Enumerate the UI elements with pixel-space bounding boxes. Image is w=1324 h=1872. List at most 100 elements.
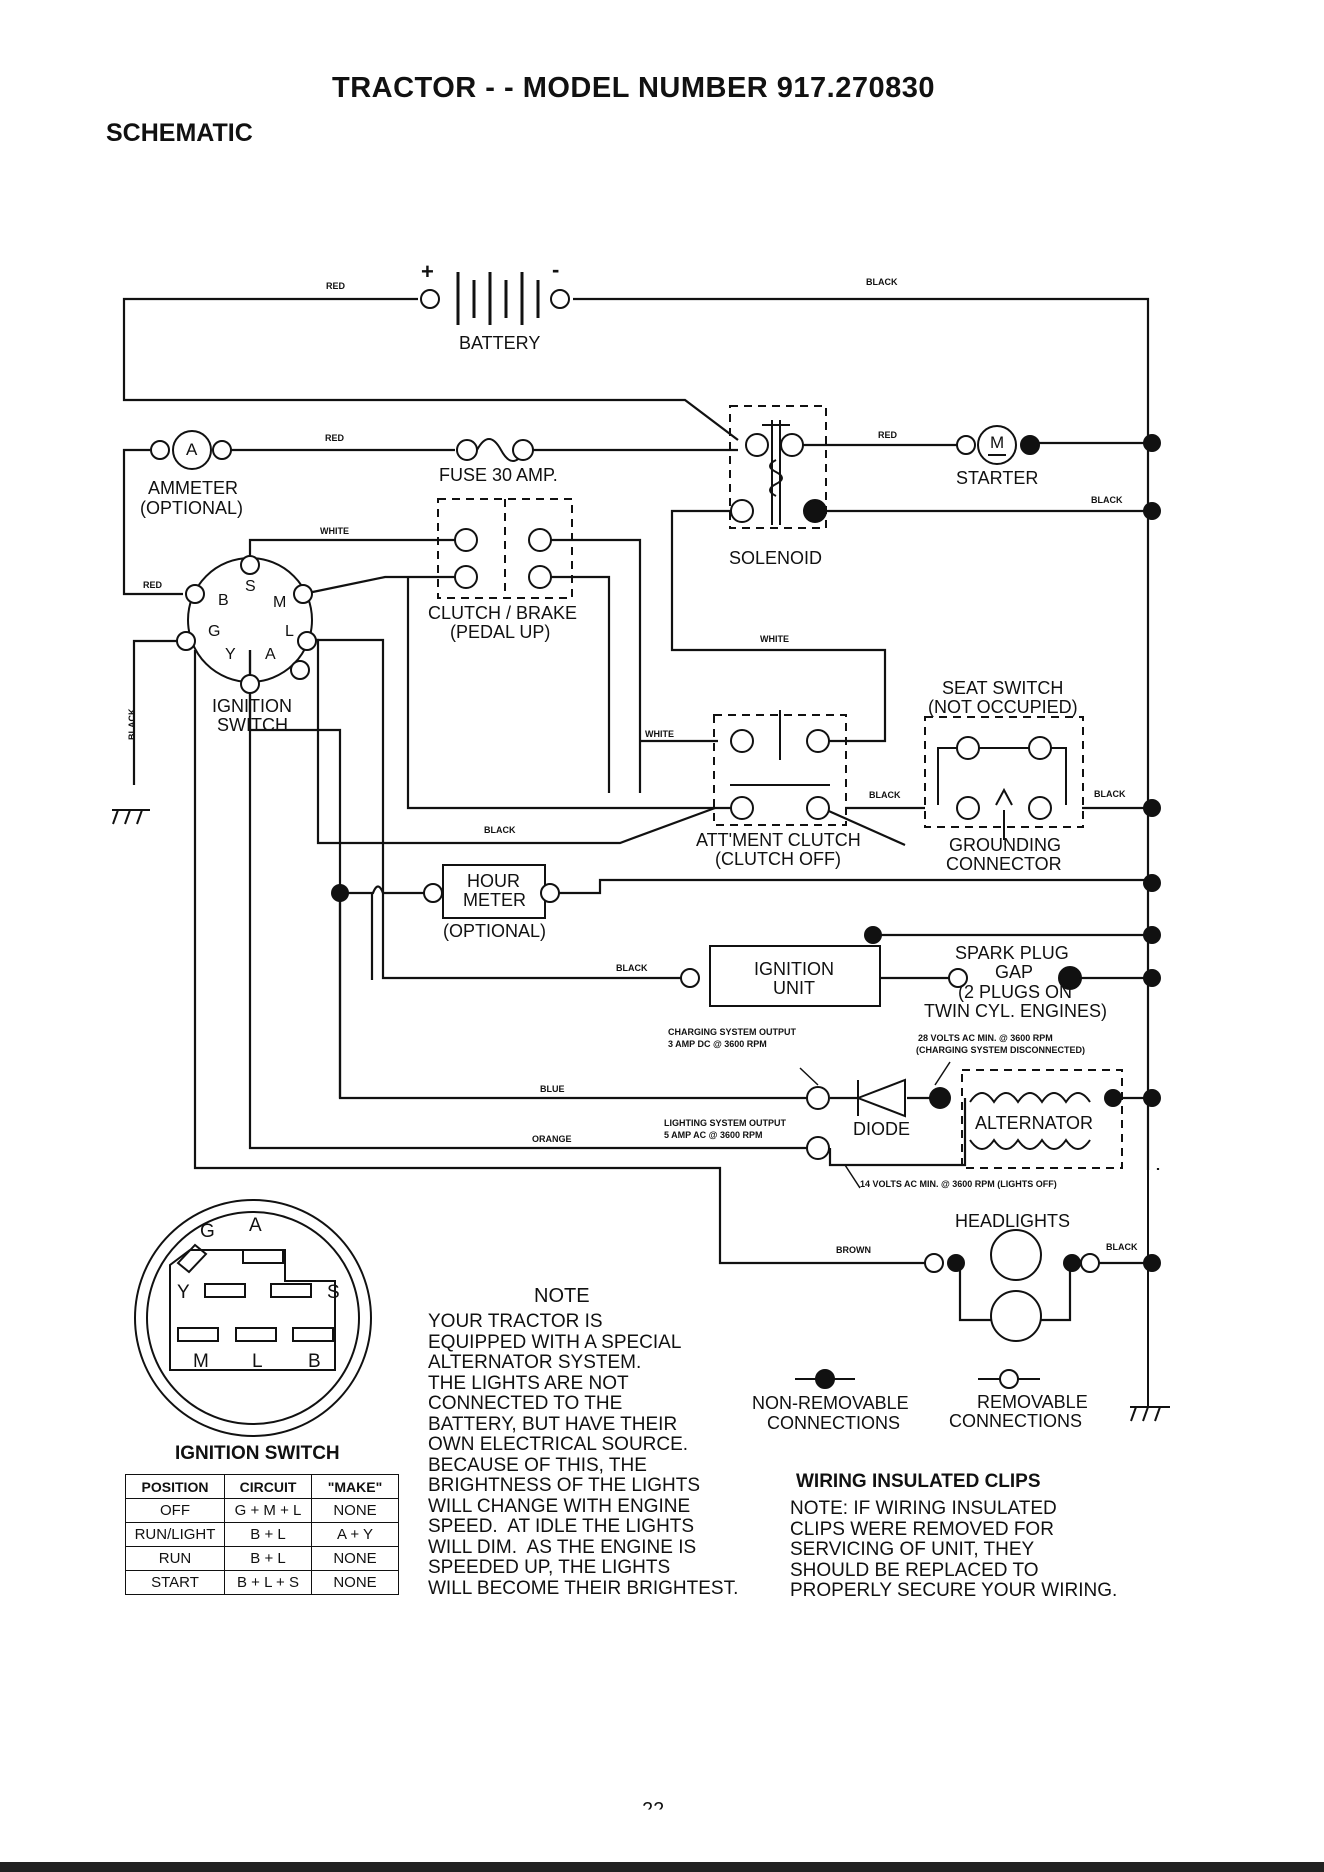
- wire-label-red-ign: RED: [143, 580, 163, 590]
- seat-switch-note: (NOT OCCUPIED): [928, 697, 1078, 717]
- ammeter-symbol: [150, 430, 232, 470]
- wire-white-ign-clutch: [248, 538, 455, 565]
- starter-symbol-letter: M: [990, 433, 1005, 452]
- wire-red-battery: [122, 297, 739, 441]
- wire-label-red-starter: RED: [878, 430, 898, 440]
- grounding-label-1: GROUNDING: [949, 835, 1061, 855]
- note-body: YOUR TRACTOR IS EQUIPPED WITH A SPECIAL …: [428, 1311, 739, 1599]
- wire-lighting: [828, 1098, 967, 1167]
- seat-switch-label: SEAT SWITCH: [942, 678, 1064, 698]
- solenoid-symbol: [729, 405, 827, 529]
- hour-meter-label-1: HOUR: [467, 871, 520, 891]
- wire-clutch-right-bottom: [545, 575, 611, 793]
- legend-non-removable-1: NON-REMOVABLE: [752, 1393, 909, 1413]
- table-cell: RUN: [125, 1546, 225, 1571]
- table-row: RUN/LIGHT B + L A + Y: [125, 1522, 399, 1547]
- table-row: RUN B + L NONE: [125, 1546, 399, 1571]
- connector-diagram: [134, 1199, 372, 1437]
- note-line: BATTERY, BUT HAVE THEIR: [428, 1413, 678, 1435]
- table-header-row: POSITION CIRCUIT "MAKE": [125, 1474, 399, 1499]
- wire-ign-g-left: [132, 639, 184, 785]
- ammeter-label: AMMETER: [148, 478, 238, 498]
- hour-meter-note: (OPTIONAL): [443, 921, 547, 941]
- table-cell: B + L: [224, 1546, 312, 1571]
- note-line: YOUR TRACTOR IS: [428, 1311, 603, 1332]
- wire-label-black-starter: BLACK: [1091, 495, 1123, 505]
- starter-label: STARTER: [956, 468, 1039, 488]
- clips-line: SERVICING OF UNIT, THEY: [790, 1539, 1035, 1560]
- table-cell: START: [125, 1570, 225, 1595]
- wire-label-black-ignunit: BLACK: [616, 963, 648, 973]
- section-title: SCHEMATIC: [106, 119, 253, 147]
- ign-terminal-y: Y: [225, 646, 236, 663]
- table-header: CIRCUIT: [224, 1474, 312, 1499]
- note-line: WILL BECOME THEIR BRIGHTEST.: [428, 1577, 739, 1599]
- wire-label-black-lower: BLACK: [484, 825, 516, 835]
- attachment-clutch-label: ATT'MENT CLUTCH: [696, 830, 861, 850]
- note-line: WILL DIM. AS THE ENGINE IS: [428, 1536, 697, 1558]
- alternator-label: ALTERNATOR: [975, 1113, 1094, 1133]
- headlights-symbol: [924, 1229, 1100, 1342]
- ignition-unit-label-1: IGNITION: [754, 959, 834, 979]
- page-number: 22: [642, 1799, 665, 1821]
- table-cell: NONE: [311, 1498, 399, 1523]
- clips-title: WIRING INSULATED CLIPS: [796, 1471, 1041, 1492]
- headlights-label: HEADLIGHTS: [955, 1211, 1071, 1231]
- connector-pin-g: G: [200, 1221, 215, 1242]
- ignition-switch-symbol: [176, 555, 317, 694]
- connector-pin-m: M: [193, 1351, 209, 1372]
- spark-plug-label-2: GAP: [995, 962, 1034, 982]
- wire-ammeter-left: [122, 448, 183, 596]
- hour-meter-label-2: METER: [463, 890, 526, 910]
- legend-symbols: [795, 1369, 1040, 1389]
- wire-label-brown: BROWN: [836, 1245, 871, 1255]
- solenoid-label: SOLENOID: [729, 548, 823, 568]
- battery-label: BATTERY: [459, 333, 541, 353]
- ign-terminal-s: S: [245, 578, 256, 595]
- note-line: CONNECTED TO THE: [428, 1393, 623, 1414]
- volts28-1: 28 VOLTS AC MIN. @ 3600 RPM: [918, 1033, 1053, 1043]
- note-line: SPEED. AT IDLE THE LIGHTS: [428, 1516, 695, 1537]
- alternator-symbol: [961, 1069, 1123, 1169]
- ground-symbols: [112, 809, 1170, 1422]
- legend-removable-1: REMOVABLE: [977, 1392, 1088, 1412]
- note-line: OWN ELECTRICAL SOURCE.: [428, 1434, 689, 1455]
- clutch-brake-note: (PEDAL UP): [450, 622, 551, 642]
- wire-label-black-ground: BLACK: [127, 708, 137, 741]
- table-cell: RUN/LIGHT: [125, 1522, 225, 1547]
- ignition-unit-symbol: [680, 945, 1082, 1007]
- table-cell: B + L: [224, 1522, 312, 1547]
- table-row: OFF G + M + L NONE: [125, 1498, 399, 1523]
- wire-label-black-attclutch: BLACK: [869, 790, 901, 800]
- ign-terminal-b: B: [218, 592, 229, 609]
- attachment-clutch-symbol: [713, 710, 847, 826]
- wire-label-black-battery: BLACK: [866, 277, 898, 287]
- connector-pin-a: A: [249, 1215, 262, 1236]
- table-cell: G + M + L: [224, 1498, 312, 1523]
- lighting-output-1: LIGHTING SYSTEM OUTPUT: [664, 1118, 787, 1128]
- spark-plug-label-3: (2 PLUGS ON: [958, 982, 1073, 1002]
- scan-edge: [0, 1862, 1324, 1872]
- note-line: THE LIGHTS ARE NOT: [428, 1372, 629, 1394]
- table-header: "MAKE": [311, 1474, 399, 1499]
- volts28-2: (CHARGING SYSTEM DISCONNECTED): [916, 1045, 1086, 1055]
- wire-hour-meter-right: [555, 878, 1148, 895]
- table-cell: OFF: [125, 1498, 225, 1523]
- clips-line: CLIPS WERE REMOVED FOR: [790, 1518, 1054, 1540]
- note-line: WILL CHANGE WITH ENGINE: [428, 1495, 691, 1517]
- spark-plug-label-1: SPARK PLUG: [955, 943, 1069, 963]
- ign-terminal-a: A: [265, 646, 276, 663]
- wire-label-blue: BLUE: [540, 1084, 565, 1094]
- wire-label-red-battery: RED: [326, 281, 346, 291]
- junction-dots: [331, 434, 1161, 1272]
- wire-hour-meter-left: [340, 885, 427, 895]
- ignition-switch-label-2: SWITCH: [217, 715, 288, 735]
- volts14-label: 14 VOLTS AC MIN. @ 3600 RPM (LIGHTS OFF): [860, 1179, 1057, 1189]
- connector-pin-l: L: [252, 1351, 263, 1372]
- attachment-clutch-note: (CLUTCH OFF): [715, 849, 841, 869]
- clips-body: NOTE: IF WIRING INSULATED CLIPS WERE REM…: [790, 1498, 1117, 1602]
- table-cell: A + Y: [311, 1522, 399, 1547]
- wire-label-orange: ORANGE: [532, 1134, 572, 1144]
- legend-removable-2: CONNECTIONS: [949, 1411, 1083, 1431]
